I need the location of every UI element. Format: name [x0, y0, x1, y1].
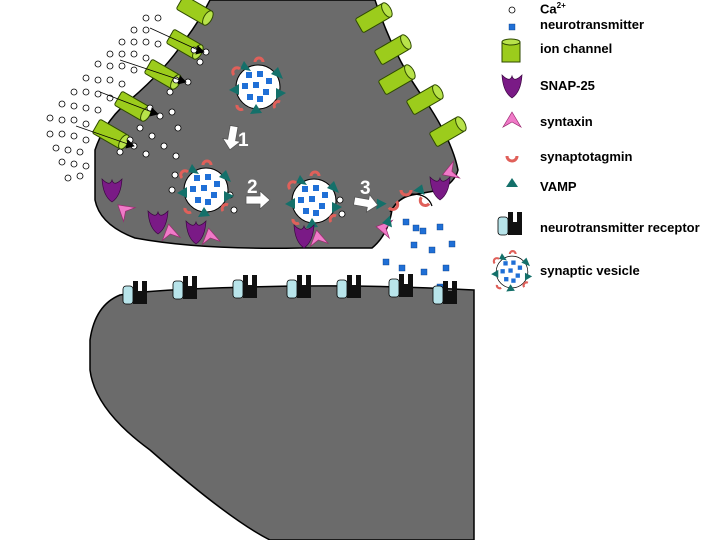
legend-label-snap25: SNAP-25 — [540, 78, 595, 93]
syntaxin-icon — [502, 111, 522, 128]
step-1-label: 1 — [238, 130, 249, 151]
step-2-label: 2 — [247, 177, 258, 198]
snap25-icon — [501, 74, 523, 99]
legend-label-synaptotagmin: synaptotagmin — [540, 149, 633, 164]
legend-label-vamp: VAMP — [540, 179, 577, 194]
receptor-icon — [497, 211, 523, 236]
synaptic-vesicle-icon — [490, 250, 534, 293]
step-1-arrow: 1 — [220, 124, 249, 152]
vamp-icon — [506, 178, 518, 187]
postsynaptic-cell — [89, 285, 475, 540]
fusion-pore — [389, 193, 433, 213]
legend-label-neurotransmitter: neurotransmitter — [540, 17, 645, 32]
legend-label-receptor: neurotransmitter receptor — [540, 220, 700, 235]
step-3-label: 3 — [360, 178, 371, 199]
legend-label-vesicle: synaptic vesicle — [540, 263, 640, 278]
legend-label-syntaxin: syntaxin — [540, 114, 593, 129]
legend-label-ca: Ca2+ — [540, 1, 566, 17]
calcium-influx-arrows — [75, 27, 205, 149]
legend-label-ion-channel: ion channel — [540, 41, 613, 56]
calcium-ion-icon — [508, 6, 516, 14]
step-2-arrow: 2 — [245, 177, 271, 210]
step-3-arrow: 3 — [352, 178, 380, 215]
neurotransmitter-icon — [508, 23, 516, 31]
synaptotagmin-icon — [505, 154, 519, 163]
legend-icons — [490, 6, 534, 293]
ion-channel-icon — [501, 38, 521, 63]
